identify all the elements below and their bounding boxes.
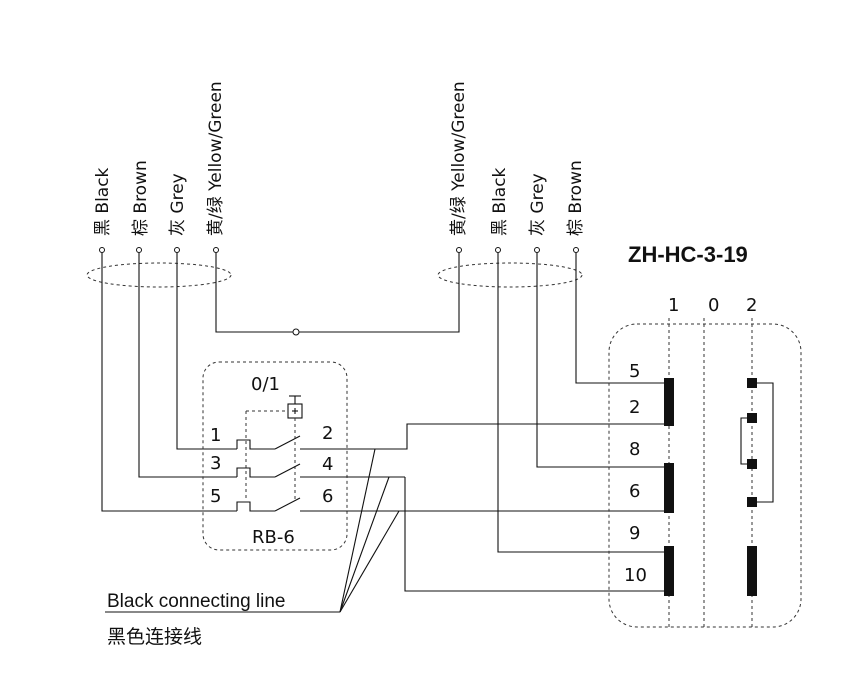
- pos2-contact-b: [747, 413, 757, 423]
- contact-bar-3: [664, 546, 674, 596]
- right-cable-labels: 黄/绿 Yellow/Green 黑 Black 灰 Grey 棕 Brown: [449, 81, 586, 236]
- selector-terminal-9: 9: [629, 523, 640, 544]
- left-wire-4-end: [213, 247, 219, 253]
- right-wire-1-end: [456, 247, 462, 253]
- right-wire-3-end: [534, 247, 540, 253]
- pos2-contact-c: [747, 459, 757, 469]
- position-0: 0: [708, 295, 719, 316]
- left-wire-2-label: 棕 Brown: [131, 160, 151, 236]
- ground-junction: [292, 328, 300, 336]
- right-wire-4-end: [573, 247, 579, 253]
- caption: Black connecting line 黑色连接线: [105, 448, 400, 648]
- contact-3: [236, 467, 275, 478]
- left-cable-labels: 黑 Black 棕 Brown 灰 Grey 黄/绿 Yellow/Green: [93, 81, 226, 236]
- black-wire-right: [497, 253, 667, 553]
- left-wire-1-label: 黑 Black: [93, 167, 113, 236]
- brown-wire: [138, 253, 237, 478]
- right-cable-bundle: [437, 262, 583, 288]
- selector-housing: [608, 323, 802, 628]
- grey-wire-right: [536, 253, 667, 468]
- pos2-contact-a: [747, 378, 757, 388]
- model-title: ZH-HC-3-19: [628, 242, 748, 267]
- left-wire-2-end: [136, 247, 142, 253]
- selector-terminal-5: 5: [629, 361, 640, 382]
- right-wire-1-label: 黄/绿 Yellow/Green: [449, 81, 469, 236]
- pos2-link-outer: [757, 382, 774, 503]
- relay-mode-label: 0/1: [251, 374, 280, 395]
- contact-bar-1: [664, 378, 674, 426]
- right-wire-3-label: 灰 Grey: [528, 173, 548, 236]
- caption-en: Black connecting line: [107, 591, 286, 612]
- ground-connection: [215, 253, 460, 336]
- left-wire-3-label: 灰 Grey: [168, 173, 188, 236]
- relay-name: RB-6: [252, 527, 295, 548]
- selector-switch: 1 0 2 5 2 8 6 9 10: [608, 295, 802, 628]
- brown-wire-right: [575, 253, 667, 384]
- relay-housing: [202, 361, 348, 551]
- selector-terminal-10: 10: [624, 565, 647, 586]
- left-cable-bundle: [86, 262, 232, 288]
- pos2-contact-bar: [747, 546, 757, 596]
- relay-terminal-6: 6: [322, 486, 333, 507]
- wire-ends: [99, 247, 579, 253]
- relay-terminal-4: 4: [322, 454, 333, 475]
- position-1: 1: [668, 295, 679, 316]
- relay-terminal-3: 3: [210, 453, 221, 474]
- right-wire-4-label: 棕 Brown: [566, 160, 586, 236]
- pos2-contact-d: [747, 497, 757, 507]
- position-2: 2: [746, 295, 757, 316]
- left-wire-3-end: [174, 247, 180, 253]
- relay-rb6: 0/1 1 3 5 2 4 6 RB-6: [202, 361, 667, 551]
- selector-terminal-2: 2: [629, 397, 640, 418]
- left-wires: [101, 253, 237, 512]
- pos2-link-inner: [740, 417, 747, 465]
- right-wires: [497, 253, 667, 553]
- right-wire-2-label: 黑 Black: [490, 167, 510, 236]
- contact-bar-2: [664, 463, 674, 513]
- grey-wire: [176, 253, 237, 450]
- left-wire-4-label: 黄/绿 Yellow/Green: [206, 81, 226, 236]
- selector-terminal-6: 6: [629, 481, 640, 502]
- relay-terminal-1: 1: [210, 425, 221, 446]
- contact-5: [236, 501, 275, 512]
- left-wire-1-end: [99, 247, 105, 253]
- relay-terminal-5: 5: [210, 486, 221, 507]
- relay-terminal-2: 2: [322, 423, 333, 444]
- black-wire: [101, 253, 237, 512]
- right-wire-2-end: [495, 247, 501, 253]
- ground-wire: [215, 253, 460, 333]
- selector-terminal-8: 8: [629, 439, 640, 460]
- contact-1: [236, 439, 275, 450]
- caption-cn: 黑色连接线: [107, 626, 202, 648]
